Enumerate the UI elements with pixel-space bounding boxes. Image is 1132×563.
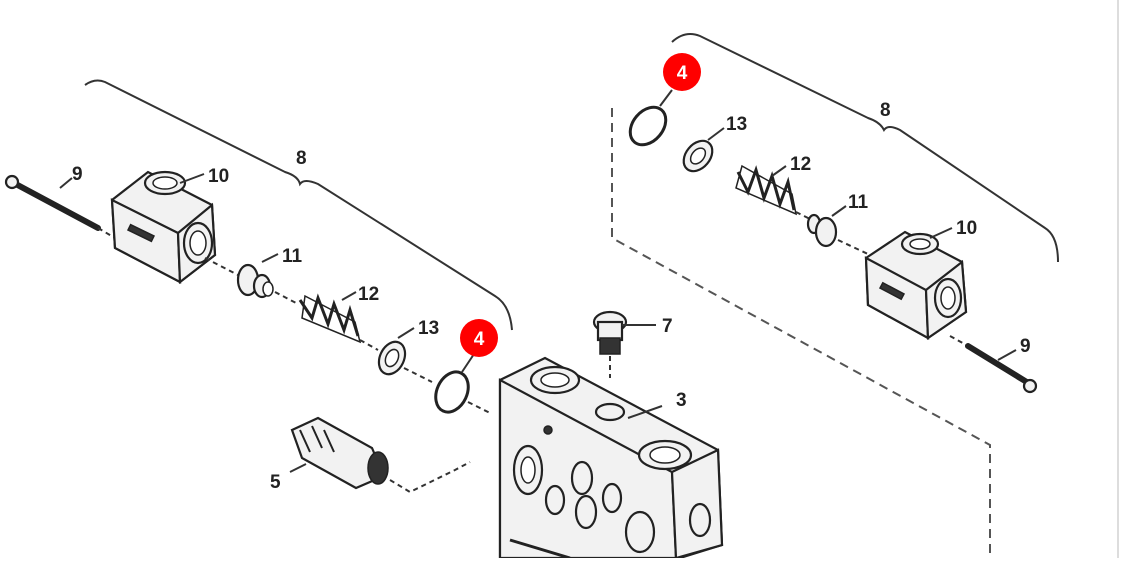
axis-left-5 [403,367,433,383]
assembly-bracket-right [671,33,1059,263]
badge-circle-left [460,319,498,357]
leader-13-right [707,127,725,141]
axis-right-3 [949,335,969,347]
label-valve-body: 3 [676,390,687,411]
label-washer-right: 13 [726,114,747,135]
leader-11-right [831,205,847,217]
spring-left [298,293,362,344]
leader-13-left [397,327,415,339]
valve-body [498,356,724,560]
axis-left-2 [204,257,241,277]
leader-5 [289,463,307,473]
leader-12-left [341,291,357,301]
axis-right-2 [837,239,869,255]
assembly-bracket-left [84,79,513,331]
axis-right-1 [795,211,813,221]
label-assembly-left: 8 [296,148,307,169]
label-washer-left: 13 [418,318,439,339]
housing-left [110,170,217,285]
leader-10-left [179,173,205,184]
label-housing-right: 10 [956,218,977,239]
washer-right [682,139,714,173]
washer-left [377,340,407,376]
badge-label-left: 4 [474,329,485,350]
label-pin-right: 9 [1020,336,1031,357]
leader-9-right [997,349,1017,361]
axis-left-6 [467,401,493,415]
poppet-right [806,213,838,248]
leader-11-left [261,253,279,263]
oring-badge-right: 4 [663,53,701,91]
label-assembly-right: 8 [880,100,891,121]
guide-line-right [611,108,991,558]
pin-right [965,343,1038,394]
leader-4-left [461,353,475,373]
poppet-left [236,263,274,299]
leader-10-right [929,227,953,239]
oring-right [628,105,668,147]
leader-4-right [659,89,673,107]
spring-right [735,164,798,216]
plug [592,310,628,378]
leader-12-right [771,165,787,177]
pin-left [4,174,101,231]
relief-valve [290,416,471,494]
oring-badge-left: 4 [460,319,498,357]
label-pin-left: 9 [72,164,83,185]
label-spring-right: 12 [790,154,811,175]
leader-9-left [59,177,73,189]
label-housing-left: 10 [208,166,229,187]
label-plug: 7 [662,316,673,337]
badge-circle-right [663,53,701,91]
axis-left-1 [97,227,116,239]
label-poppet-right: 11 [848,192,869,213]
oring-left [434,370,470,414]
badge-label-right: 4 [677,63,688,84]
label-poppet-left: 11 [282,246,303,267]
label-spring-left: 12 [358,284,379,305]
leader-3 [627,405,663,419]
axis-left-4 [359,339,379,351]
label-relief-valve: 5 [270,472,281,493]
axis-left-3 [274,291,299,305]
housing-right [864,230,968,341]
